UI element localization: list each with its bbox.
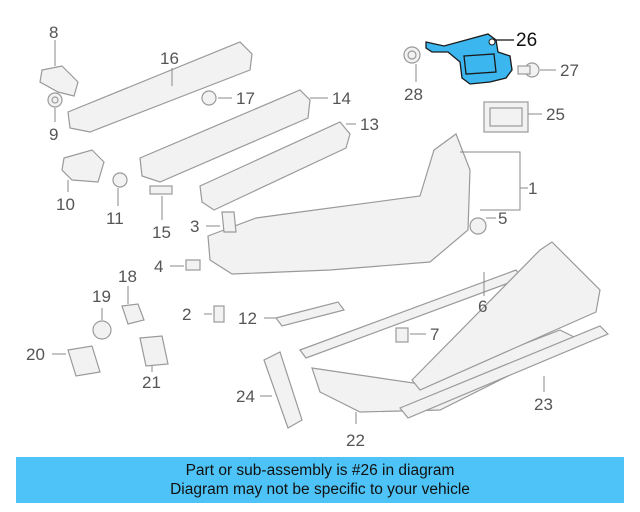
callout-5: 5 — [498, 209, 507, 228]
part-4 — [170, 259, 201, 271]
part-21 — [139, 335, 169, 372]
part-9 — [47, 92, 63, 122]
callout-11: 11 — [106, 209, 124, 228]
part-8 — [39, 40, 79, 97]
part-25 — [483, 101, 542, 133]
part-18 — [121, 286, 145, 325]
banner-line-1: Part or sub-assembly is #26 in diagram — [185, 462, 455, 479]
part-16 — [67, 41, 253, 133]
part-26-highlighted — [425, 33, 514, 85]
callout-26: 26 — [516, 30, 537, 51]
callout-6: 6 — [478, 297, 487, 316]
callout-24: 24 — [236, 387, 255, 406]
part-1 — [207, 133, 528, 275]
callout-9: 9 — [49, 125, 58, 144]
part-24 — [260, 351, 303, 429]
part-23 — [399, 241, 610, 419]
part-19 — [92, 308, 112, 340]
part-11 — [112, 172, 128, 206]
callout-8: 8 — [49, 23, 58, 42]
part-27 — [517, 62, 556, 78]
callout-16: 16 — [160, 49, 179, 68]
part-7 — [395, 327, 426, 343]
callout-13: 13 — [360, 115, 379, 134]
part-5 — [469, 217, 496, 235]
banner-line-2: Diagram may not be specific to your vehi… — [170, 481, 470, 498]
callout-23: 23 — [534, 395, 553, 414]
callout-14: 14 — [332, 89, 351, 108]
callout-28: 28 — [404, 85, 423, 104]
info-banner: Part or sub-assembly is #26 in diagram D… — [16, 457, 624, 503]
part-12 — [264, 301, 346, 327]
part-20 — [52, 345, 101, 377]
part-28 — [403, 46, 421, 82]
callout-2: 2 — [182, 305, 191, 324]
part-3 — [206, 211, 237, 233]
callout-18: 18 — [118, 267, 137, 286]
callout-22: 22 — [346, 431, 365, 450]
callout-21: 21 — [142, 373, 161, 392]
callout-3: 3 — [190, 217, 199, 236]
part-10 — [61, 149, 105, 192]
part-15 — [149, 185, 173, 220]
part-2 — [204, 305, 225, 323]
callout-19: 19 — [92, 287, 111, 306]
callout-1: 1 — [528, 179, 537, 198]
callout-20: 20 — [26, 345, 45, 364]
part-17 — [201, 90, 232, 106]
callout-25: 25 — [546, 105, 565, 124]
callout-12: 12 — [238, 309, 257, 328]
callout-15: 15 — [152, 223, 171, 242]
callout-4: 4 — [154, 257, 163, 276]
callout-17: 17 — [236, 89, 255, 108]
callout-7: 7 — [430, 325, 439, 344]
part-13 — [199, 121, 356, 211]
callout-27: 27 — [560, 61, 579, 80]
parts-diagram: 1 2 3 4 5 6 7 8 9 10 11 12 13 14 15 16 1… — [26, 23, 610, 450]
callout-10: 10 — [56, 195, 75, 214]
part-14 — [139, 89, 328, 183]
